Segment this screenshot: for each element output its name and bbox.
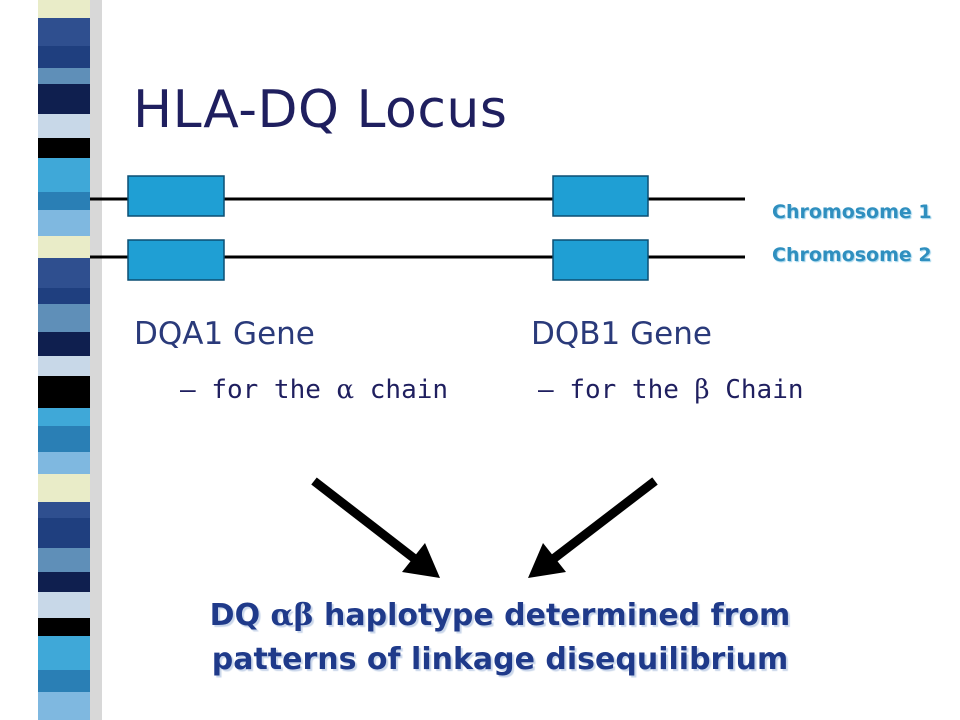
stripe-block <box>38 376 90 408</box>
dqb1-description: – for the β Chain <box>538 375 804 405</box>
dash: – <box>538 375 554 405</box>
dqb1-gene-label: DQB1 Gene <box>531 316 712 352</box>
stripe-block <box>38 288 90 304</box>
right-arrow-head <box>528 543 566 578</box>
stripe-block <box>38 210 90 236</box>
stripe-block <box>38 114 90 138</box>
dqa1-box-chromosome-2 <box>127 239 225 281</box>
description-prefix: for the <box>569 375 679 405</box>
dash: – <box>180 375 196 405</box>
chromosome-2-label: Chromosome 2 <box>772 244 932 266</box>
stripe-block <box>38 236 90 258</box>
dqb1-box-chromosome-2 <box>552 239 649 281</box>
stripe-block <box>38 258 90 288</box>
conclusion-text: DQ αβ haplotype determined from patterns… <box>180 594 820 682</box>
stripe-block <box>38 502 90 518</box>
stripe-block <box>38 304 90 332</box>
stripe-block <box>38 548 90 572</box>
conclusion-line-1: DQ αβ haplotype determined from <box>180 594 820 638</box>
stripe-block <box>38 474 90 502</box>
stripe-block <box>38 192 90 210</box>
conclusion-rest: haplotype determined from <box>324 598 791 633</box>
stripe-block <box>38 68 90 84</box>
dqa1-description: – for the α chain <box>180 375 448 405</box>
decorative-stripe <box>38 0 102 720</box>
stripe-block <box>38 452 90 474</box>
stripe-block <box>38 426 90 452</box>
alpha-beta-symbol: αβ <box>270 598 314 633</box>
stripe-block <box>38 356 90 376</box>
beta-symbol: β <box>694 375 710 405</box>
stripe-block <box>38 518 90 548</box>
alpha-symbol: α <box>336 375 355 405</box>
description-prefix: for the <box>211 375 321 405</box>
dqa1-gene-label: DQA1 Gene <box>134 316 315 352</box>
chromosome-1-label: Chromosome 1 <box>772 201 932 223</box>
stripe-block <box>38 592 90 618</box>
stripe-block <box>38 572 90 592</box>
stripe-block <box>38 46 90 68</box>
stripe-block <box>38 18 90 46</box>
left-arrow-head <box>402 543 440 578</box>
stripe-block <box>38 332 90 356</box>
stripe-block <box>38 636 90 670</box>
dqa1-box-chromosome-1 <box>127 175 225 217</box>
description-suffix: Chain <box>725 375 804 405</box>
dqb1-box-chromosome-1 <box>552 175 649 217</box>
stripe-block <box>38 618 90 636</box>
stripe-block <box>38 670 90 692</box>
stripe-block <box>38 408 90 426</box>
stripe-block <box>38 84 90 114</box>
conclusion-dq: DQ <box>209 598 261 633</box>
stripe-block <box>38 138 90 158</box>
page-title: HLA-DQ Locus <box>133 80 508 140</box>
stripe-shadow <box>90 0 102 720</box>
stripe-block <box>38 158 90 192</box>
conclusion-line-2: patterns of linkage disequilibrium <box>211 642 789 677</box>
stripe-block <box>38 0 90 18</box>
left-arrow-shaft <box>311 477 423 567</box>
description-suffix: chain <box>369 375 449 405</box>
right-arrow-shaft <box>545 477 658 567</box>
stripe-block <box>38 692 90 720</box>
